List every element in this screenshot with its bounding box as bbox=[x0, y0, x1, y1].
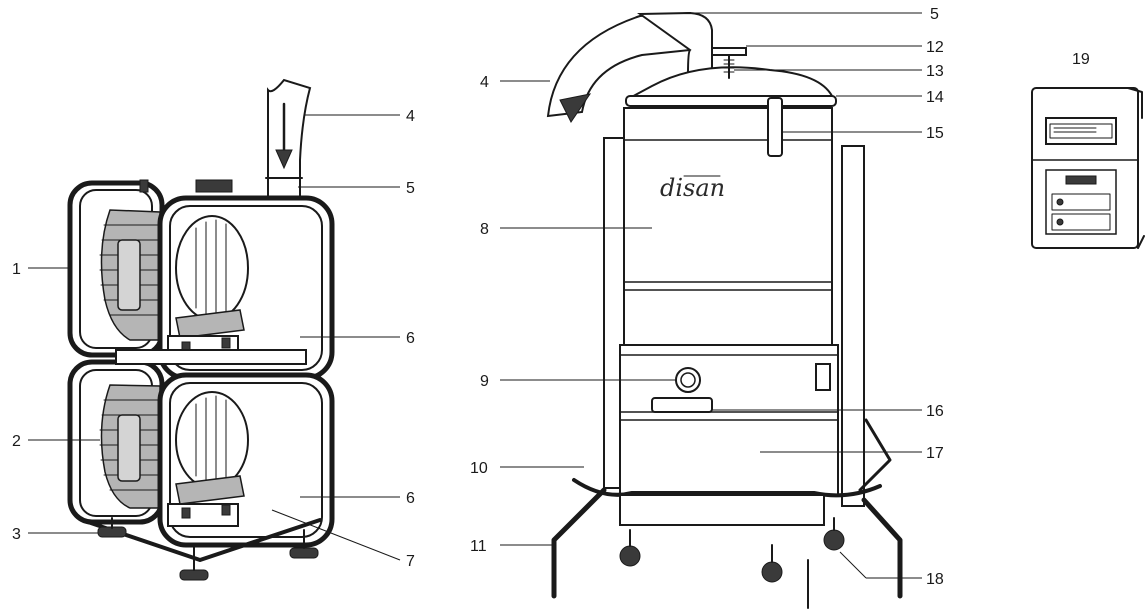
callout-19: 19 bbox=[1072, 51, 1090, 68]
callout-2: 2 bbox=[12, 433, 21, 450]
callout-18: 18 bbox=[926, 571, 944, 588]
callout-12: 12 bbox=[926, 39, 944, 56]
callout-15: 15 bbox=[926, 125, 944, 142]
caster-wheel bbox=[619, 545, 641, 567]
callout-5-center: 5 bbox=[930, 6, 939, 23]
vacuum-canister: disan bbox=[546, 11, 903, 609]
callout-4-left: 4 bbox=[406, 108, 415, 125]
canister-drum bbox=[623, 107, 833, 349]
upper-blower bbox=[67, 179, 335, 381]
caster-wheel bbox=[761, 561, 783, 583]
callout-16: 16 bbox=[926, 403, 944, 420]
leveling-foot bbox=[289, 547, 319, 559]
callout-1: 1 bbox=[12, 261, 21, 278]
callout-17: 17 bbox=[926, 445, 944, 462]
callout-5-left: 5 bbox=[406, 180, 415, 197]
callout-11: 11 bbox=[470, 538, 487, 555]
callout-3: 3 bbox=[12, 526, 21, 543]
disan-logo: disan bbox=[660, 174, 725, 202]
callout-4-center: 4 bbox=[480, 74, 489, 91]
lower-blower bbox=[67, 349, 335, 548]
inlet-port bbox=[675, 367, 701, 393]
blower-unit bbox=[67, 78, 335, 581]
callout-9: 9 bbox=[480, 373, 489, 390]
caster-wheel bbox=[823, 529, 845, 551]
bin-handle bbox=[651, 397, 713, 413]
callout-6-lower: 6 bbox=[406, 490, 415, 507]
leveling-foot bbox=[179, 569, 209, 581]
callout-10: 10 bbox=[470, 460, 488, 477]
svg-text:disan: disan bbox=[660, 174, 725, 202]
callout-8: 8 bbox=[480, 221, 489, 238]
callout-6-upper: 6 bbox=[406, 330, 415, 347]
callout-13: 13 bbox=[926, 63, 944, 80]
callouts: 1 2 3 4 5 6 6 7 4 5 12 13 14 15 8 9 16 bbox=[12, 6, 1090, 588]
callout-14: 14 bbox=[926, 89, 944, 106]
callout-7: 7 bbox=[406, 553, 415, 570]
control-box bbox=[1031, 87, 1145, 249]
